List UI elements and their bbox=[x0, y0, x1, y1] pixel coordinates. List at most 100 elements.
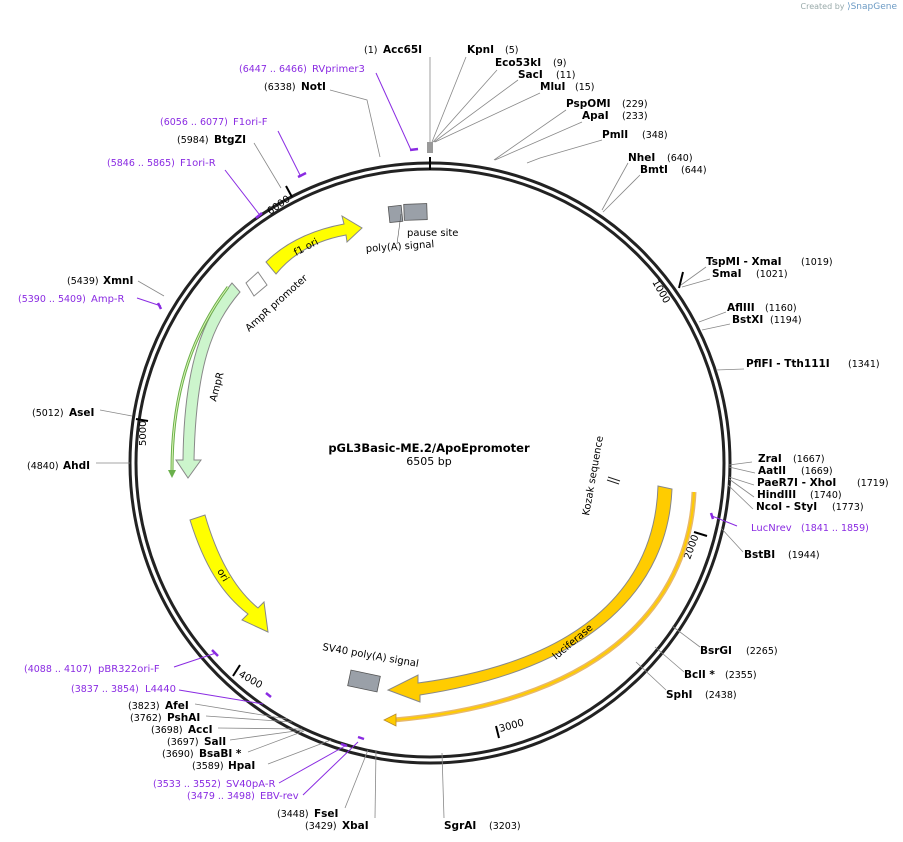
site-25-pos: (3429) bbox=[305, 821, 337, 832]
line-pspomi bbox=[493, 109, 567, 161]
primer-6-name: L4440 bbox=[145, 684, 176, 695]
site-19-name: NcoI - StyI bbox=[756, 501, 817, 513]
site-35-name: XmnI bbox=[103, 275, 133, 287]
sv40-polya-box bbox=[347, 669, 381, 693]
primer-2-name: F1ori-R bbox=[180, 158, 216, 169]
site-7-name: PmlI bbox=[602, 129, 628, 141]
site-32-name: AfeI bbox=[165, 700, 189, 712]
ampr-track-inner bbox=[171, 286, 229, 471]
site-1-pos: (5) bbox=[505, 45, 518, 56]
site-0-name: Acc65I bbox=[383, 44, 422, 56]
primer-lines bbox=[136, 72, 738, 796]
site-9-name: BmtI bbox=[640, 164, 668, 176]
primer-0-pos: (6447 .. 6466) bbox=[239, 64, 307, 75]
line-saci bbox=[433, 79, 519, 143]
site-26-pos: (3448) bbox=[277, 809, 309, 820]
site-lines bbox=[96, 56, 756, 819]
luciferase-track-head bbox=[383, 713, 397, 727]
kozak-label: Kozak sequence bbox=[581, 435, 606, 516]
line-mlui bbox=[434, 92, 541, 143]
kozak-mark-2 bbox=[606, 479, 620, 485]
site-14-pos: (1341) bbox=[848, 359, 880, 370]
line-aatii bbox=[728, 466, 756, 474]
line-eco53ki bbox=[432, 69, 498, 143]
line-tspmi bbox=[680, 266, 707, 286]
mark-amp-r bbox=[156, 302, 163, 310]
primer-0-name: RVprimer3 bbox=[312, 64, 365, 75]
credit-brand: SnapGene bbox=[850, 2, 897, 12]
line-apai bbox=[494, 121, 583, 161]
site-34-pos: (5012) bbox=[32, 408, 64, 419]
site-37-pos: (6338) bbox=[264, 82, 296, 93]
line-hpai bbox=[267, 739, 332, 765]
site-3-pos: (11) bbox=[556, 70, 576, 81]
site-20-pos: (1944) bbox=[788, 550, 820, 561]
mark-f1ori-f bbox=[297, 171, 307, 179]
site-33-name: AhdI bbox=[63, 460, 90, 472]
primer-1-pos: (6056 .. 6077) bbox=[160, 117, 228, 128]
line-l4440 bbox=[178, 689, 264, 705]
primer-7-pos: (3533 .. 3552) bbox=[153, 779, 221, 790]
f1-ori-arrow bbox=[265, 214, 363, 275]
site-11-name: SmaI bbox=[712, 268, 742, 280]
line-xbai bbox=[374, 749, 377, 819]
primer-4-pos: (1841 .. 1859) bbox=[801, 523, 869, 534]
site-1-name: KpnI bbox=[467, 44, 494, 56]
tick-2000-mark bbox=[693, 531, 708, 537]
line-bstbi bbox=[720, 527, 744, 553]
site-5-name: PspOMI bbox=[566, 98, 611, 110]
line-paer7i bbox=[728, 476, 755, 486]
line-bstxi bbox=[701, 323, 731, 331]
line-pshai bbox=[205, 715, 293, 723]
polya-signal-label-a: poly(A) signal bbox=[365, 239, 434, 255]
site-22-pos: (2355) bbox=[725, 670, 757, 681]
pause-site-label: pause site bbox=[407, 228, 458, 239]
ampr-promoter-arrow bbox=[245, 271, 268, 297]
tick-3000-mark bbox=[495, 725, 500, 739]
site-24-name: SgrAI bbox=[444, 820, 476, 832]
line-f1ori-f bbox=[277, 130, 302, 178]
site-15-name: ZraI bbox=[758, 453, 782, 465]
primer-5-pos: (4088 .. 4107) bbox=[24, 664, 92, 675]
site-35-pos: (5439) bbox=[67, 276, 99, 287]
site-36-name: BtgZI bbox=[214, 134, 246, 146]
site-16-name: AatII bbox=[758, 465, 786, 477]
primer-3-name: Amp-R bbox=[91, 294, 125, 305]
primer-6-pos: (3837 .. 3854) bbox=[71, 684, 139, 695]
mark-f1ori-r bbox=[255, 212, 263, 219]
line-kpni bbox=[431, 56, 467, 143]
line-bsrgi bbox=[671, 625, 701, 648]
site-labels: (1) Acc65I KpnI (5) Eco53kI (9) SacI (11… bbox=[27, 44, 889, 832]
site-0-pos: (1) bbox=[364, 45, 377, 56]
site-30-pos: (3698) bbox=[151, 725, 183, 736]
tick-5000-mark bbox=[135, 418, 149, 422]
site-6-name: ApaI bbox=[582, 110, 609, 122]
site-9-pos: (644) bbox=[681, 165, 707, 176]
site-12-pos: (1160) bbox=[765, 303, 797, 314]
primer-marks bbox=[156, 147, 715, 748]
site-10-name: TspMI - XmaI bbox=[706, 256, 782, 268]
plasmid-name: pGL3Basic-ME.2/ApoEpromoter bbox=[328, 441, 530, 455]
line-sphi bbox=[635, 661, 667, 691]
ampr-arrow bbox=[175, 282, 241, 479]
line-smai bbox=[681, 278, 711, 288]
tick-1000-mark bbox=[678, 271, 684, 289]
line-fsei bbox=[344, 749, 369, 809]
site-37-name: NotI bbox=[301, 81, 326, 93]
kozak-mark-1 bbox=[607, 476, 621, 482]
line-zrai bbox=[728, 461, 753, 466]
line-amp-r bbox=[136, 297, 162, 307]
primer-4-name: LucNrev bbox=[751, 523, 792, 534]
mark-lucnrev bbox=[709, 512, 715, 520]
site-21-pos: (2265) bbox=[746, 646, 778, 657]
site-27-name: HpaI bbox=[228, 760, 255, 772]
tick-6000-mark bbox=[285, 185, 293, 198]
site-22-name: BclI * bbox=[684, 669, 715, 681]
tick-5000: 5000 bbox=[138, 421, 149, 446]
site-31-name: PshAI bbox=[167, 712, 200, 724]
line-afei bbox=[194, 703, 288, 720]
primer-3-pos: (5390 .. 5409) bbox=[18, 294, 86, 305]
site-15-pos: (1667) bbox=[793, 454, 825, 465]
sv40-polya-label: SV40 poly(A) signal bbox=[321, 642, 419, 670]
site-13-pos: (1194) bbox=[770, 315, 802, 326]
